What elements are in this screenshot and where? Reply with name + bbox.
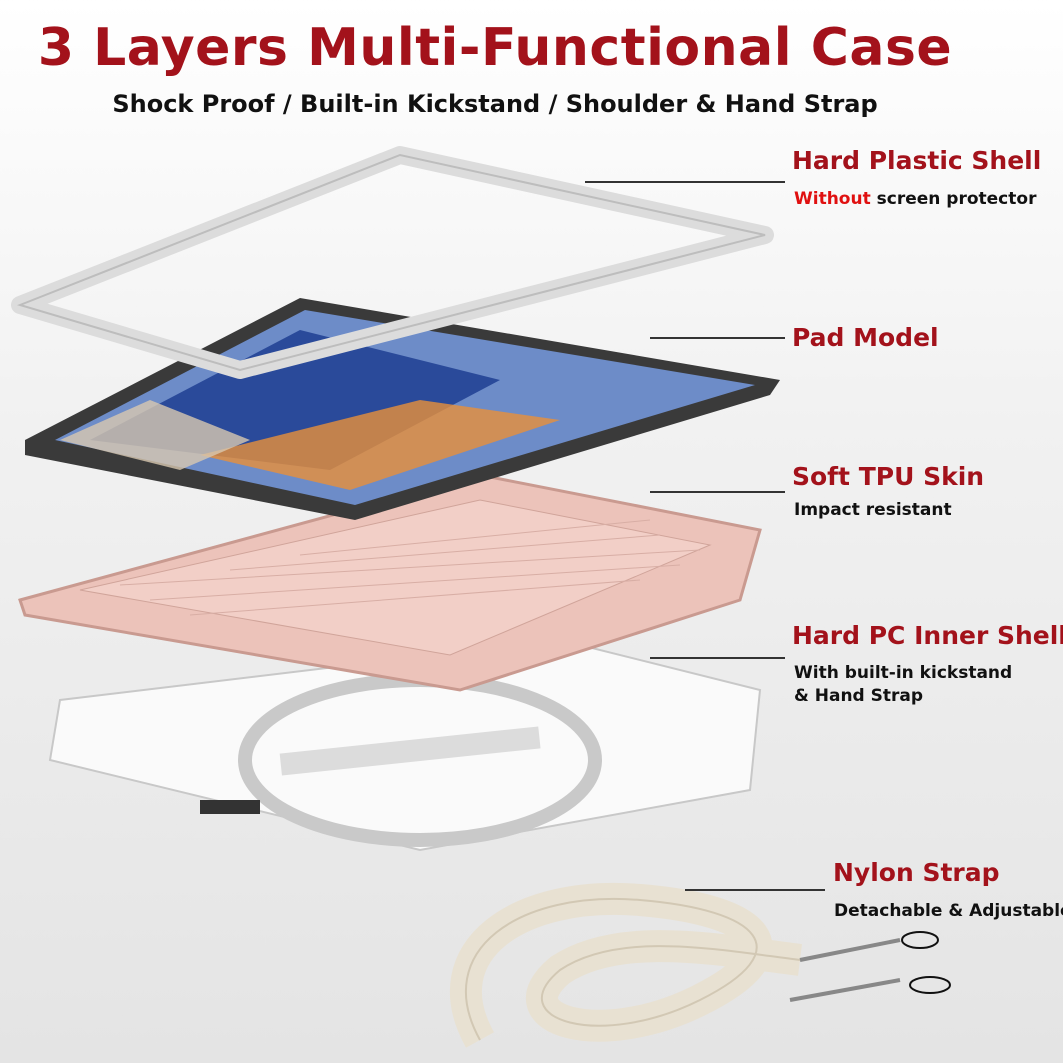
tpu-skin-desc: Impact resistant — [794, 500, 952, 520]
pad-model-label: Pad Model — [792, 323, 939, 352]
nylon-strap-desc: Detachable & Adjustable — [834, 901, 1063, 921]
tpu-skin-label: Soft TPU Skin — [792, 462, 985, 491]
hard-shell-desc: Without screen protector — [794, 188, 1036, 211]
hard-shell-desc-text: screen protector — [870, 189, 1037, 209]
pc-inner-shell-image — [48, 638, 762, 852]
pc-shell-pointer-line — [650, 657, 785, 659]
hard-shell-image — [11, 146, 774, 379]
pc-shell-label: Hard PC Inner Shell — [792, 621, 1063, 650]
page-title: 3 Layers Multi-Functional Case — [37, 18, 953, 78]
pad-model-pointer-line — [650, 337, 785, 339]
hard-shell-label: Hard Plastic Shell — [792, 146, 1042, 175]
page-subtitle: Shock Proof / Built-in Kickstand / Shoul… — [112, 90, 878, 118]
tpu-pointer-line — [650, 491, 785, 493]
nylon-strap-image — [450, 882, 951, 1048]
nylon-strap-label: Nylon Strap — [833, 858, 1000, 887]
tpu-skin-image — [18, 473, 762, 692]
pc-shell-desc-2: & Hand Strap — [794, 686, 924, 706]
strap-pointer-line — [685, 889, 825, 891]
hard-shell-pointer-line — [585, 181, 785, 183]
without-highlight: Without — [794, 189, 871, 209]
pc-shell-desc-1: With built-in kickstand — [794, 663, 1013, 683]
